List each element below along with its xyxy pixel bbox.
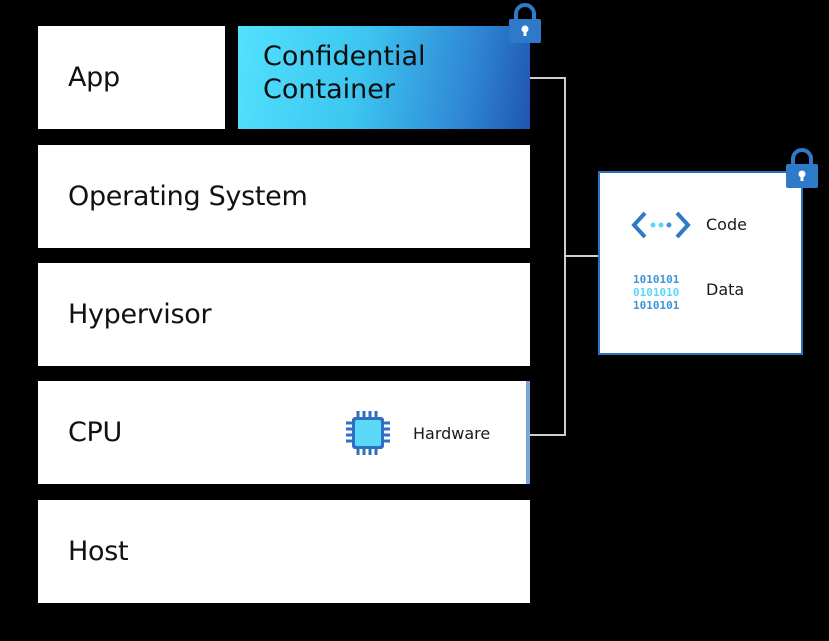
hardware-label: Hardware bbox=[413, 424, 491, 443]
code-data-panel: Code 1010101 0101010 1010101 Data bbox=[598, 171, 803, 355]
lock-icon bbox=[786, 148, 818, 188]
code-label: Code bbox=[706, 215, 747, 234]
binary-data-icon: 1010101 0101010 1010101 bbox=[633, 273, 680, 312]
layer-cpu-label: CPU bbox=[68, 417, 122, 448]
layer-operating-system: Operating System bbox=[38, 145, 530, 248]
data-label: Data bbox=[706, 280, 745, 299]
layer-confidential-container: Confidential Container bbox=[238, 26, 530, 129]
container-label-line1: Confidential bbox=[263, 41, 426, 72]
svg-text:0101010: 0101010 bbox=[633, 286, 679, 299]
code-icon bbox=[631, 211, 691, 239]
svg-text:1010101: 1010101 bbox=[633, 273, 680, 286]
cpu-chip-icon bbox=[346, 411, 390, 455]
svg-text:1010101: 1010101 bbox=[633, 299, 680, 312]
layer-operating-system-label: Operating System bbox=[68, 181, 308, 212]
layer-hypervisor: Hypervisor bbox=[38, 263, 530, 366]
layer-host-label: Host bbox=[68, 536, 129, 567]
layer-app-label: App bbox=[68, 62, 120, 93]
layer-host: Host bbox=[38, 500, 530, 603]
connector-container-to-panel bbox=[530, 77, 566, 436]
container-label-line2: Container bbox=[263, 74, 395, 105]
lock-icon bbox=[509, 3, 541, 43]
layer-hypervisor-label: Hypervisor bbox=[68, 299, 212, 330]
layer-app: App bbox=[38, 26, 225, 129]
layer-cpu: CPU bbox=[38, 381, 530, 484]
